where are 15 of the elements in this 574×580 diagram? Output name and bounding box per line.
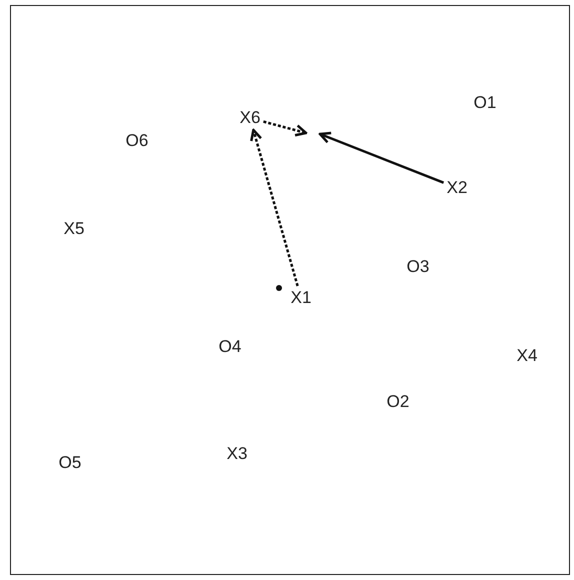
point-label: X3 bbox=[226, 444, 248, 464]
point-label: O5 bbox=[58, 453, 82, 473]
arrow bbox=[250, 128, 299, 286]
point-label: O1 bbox=[474, 93, 496, 113]
point-label: X2 bbox=[446, 178, 468, 198]
point-label: X6 bbox=[240, 108, 260, 128]
arrow bbox=[318, 132, 444, 184]
point-label: O6 bbox=[126, 131, 148, 151]
point-label: X4 bbox=[516, 346, 538, 366]
point-label: O2 bbox=[386, 392, 410, 412]
point-label: X5 bbox=[64, 219, 84, 239]
point-label: X1 bbox=[290, 288, 312, 308]
point-label: O3 bbox=[406, 257, 430, 277]
point-label: O4 bbox=[218, 337, 242, 357]
arrow bbox=[263, 120, 308, 136]
